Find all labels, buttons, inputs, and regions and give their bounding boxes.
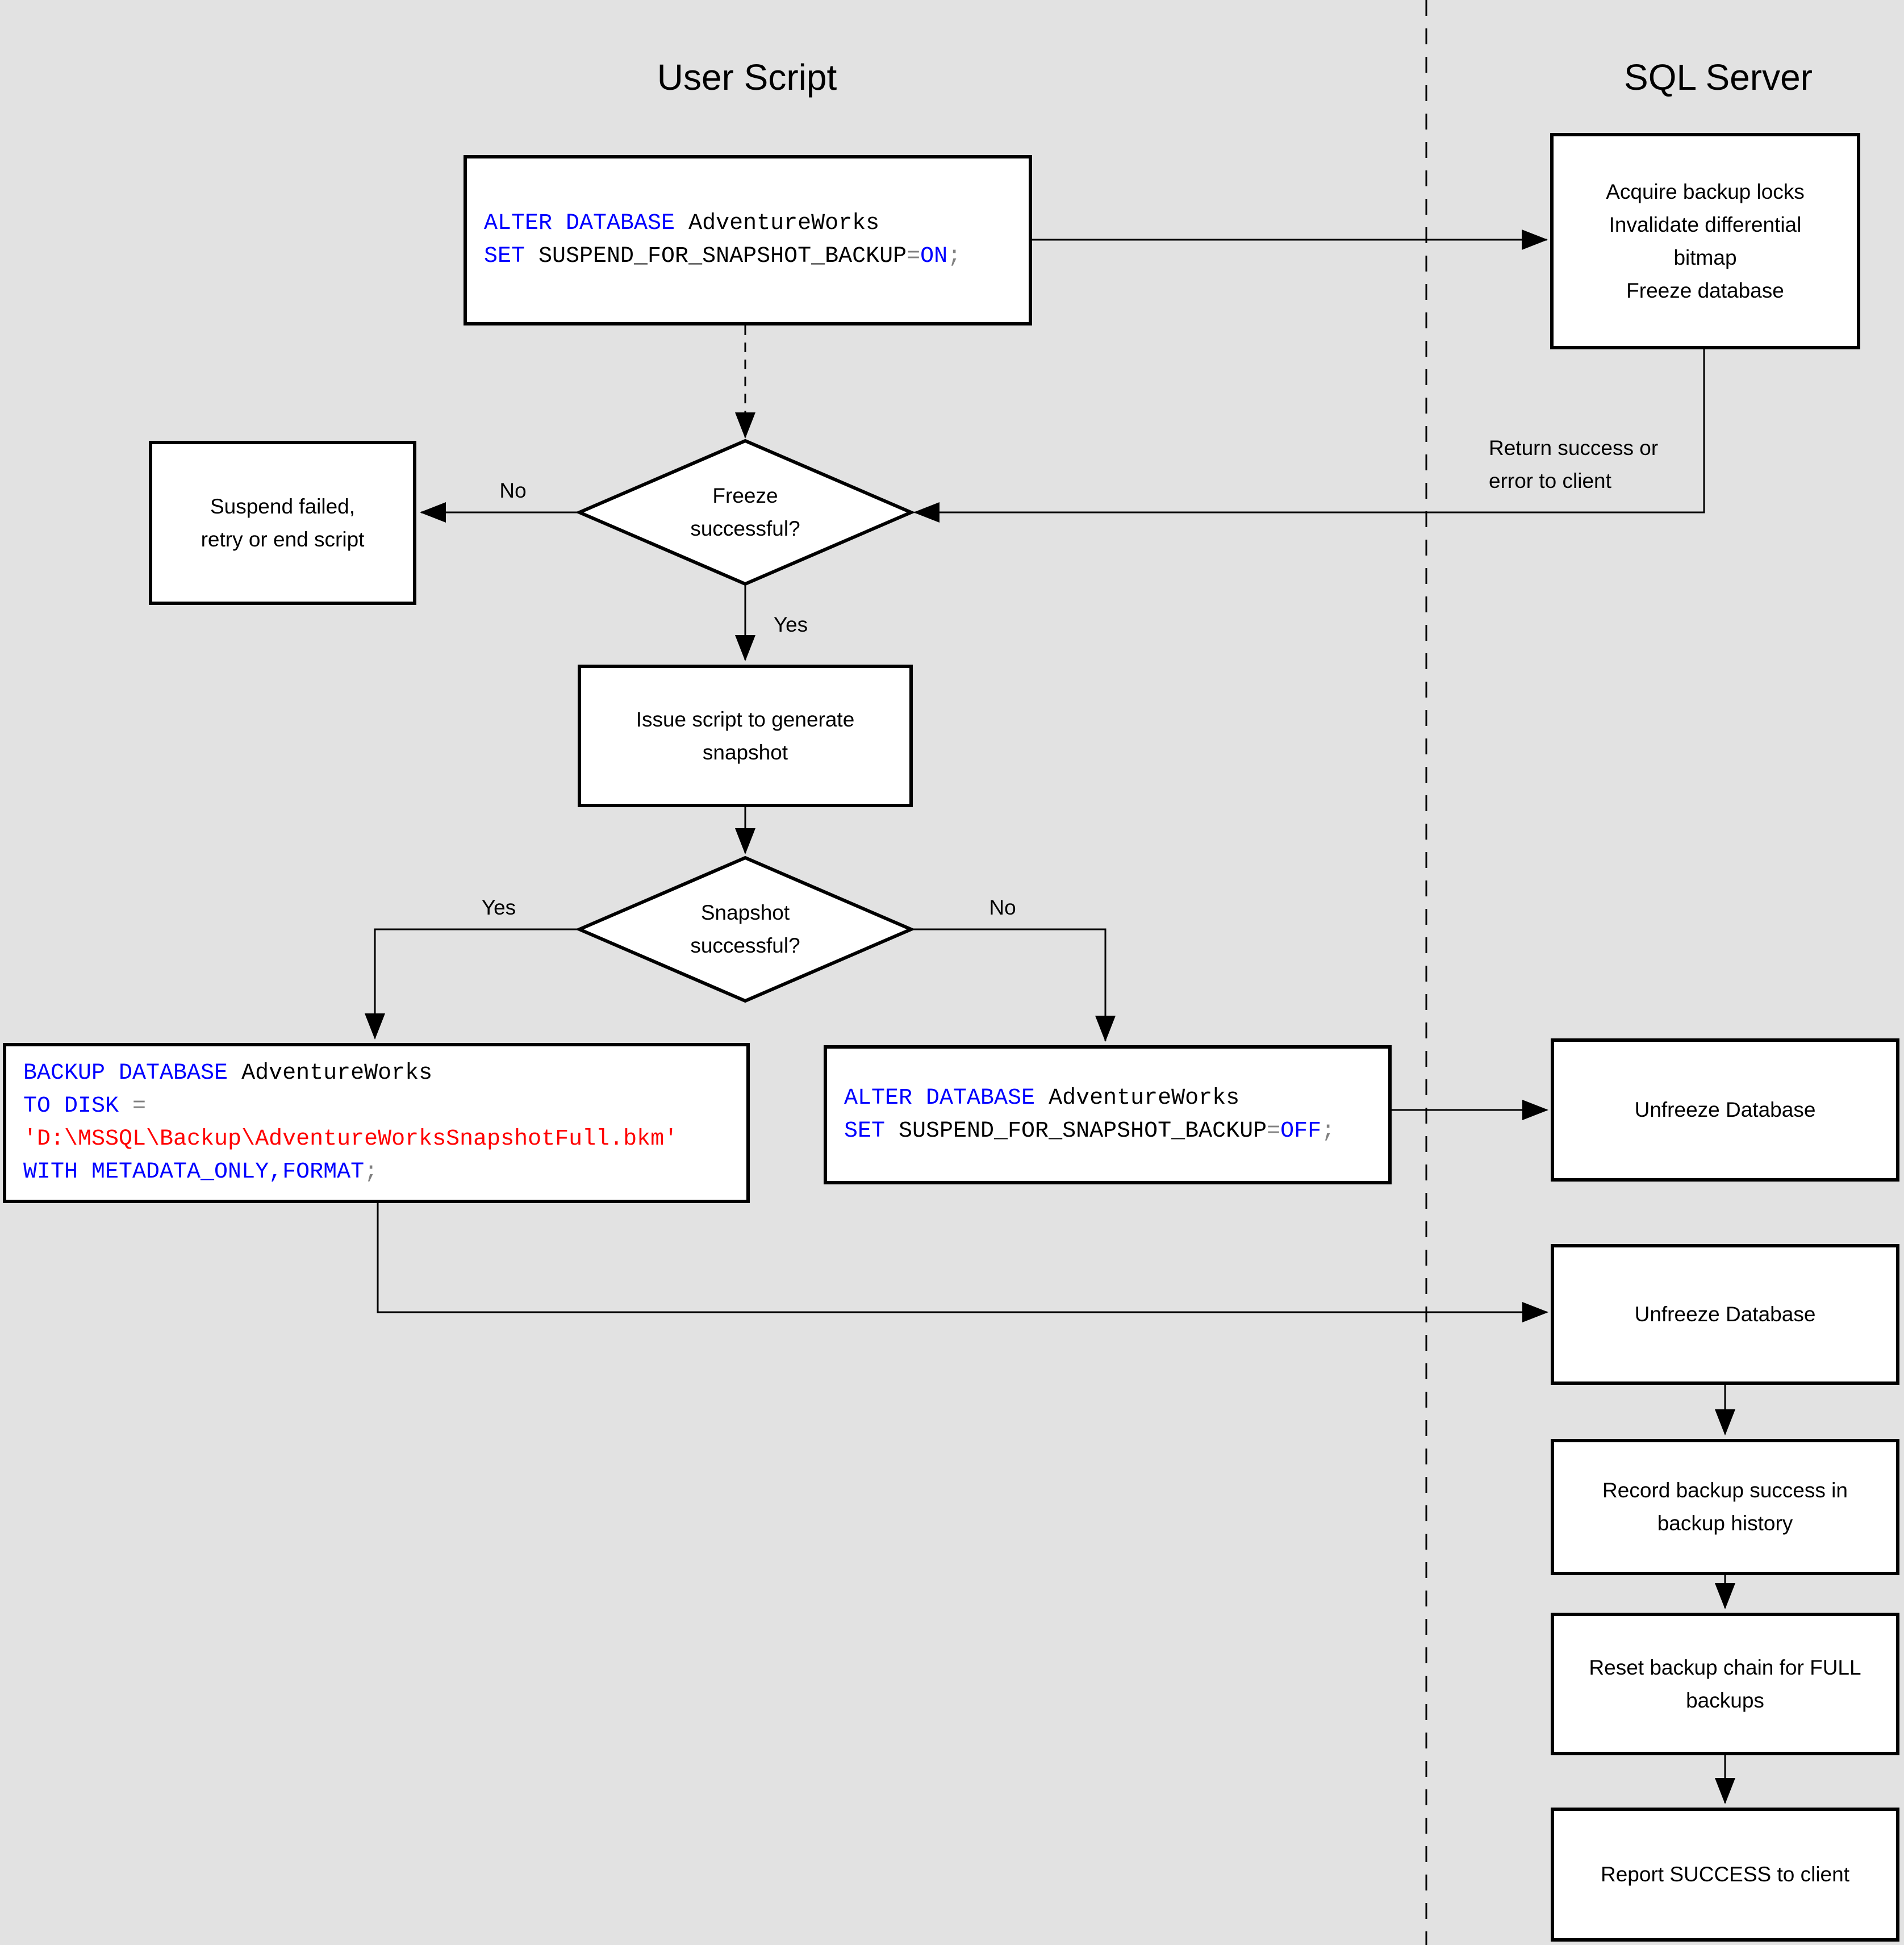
node-text-line: Freeze database bbox=[1626, 278, 1784, 302]
node-issue-script: Issue script to generate snapshot bbox=[578, 665, 913, 807]
sql-identifier: AdventureWorks bbox=[1035, 1085, 1240, 1111]
connector-acquire-to-freeze-decision bbox=[913, 349, 1705, 523]
sql-keyword: BACKUP DATABASE bbox=[23, 1061, 228, 1086]
sql-keyword: ON bbox=[920, 244, 948, 269]
sql-semicolon: ; bbox=[364, 1159, 378, 1185]
sql-keyword: ALTER DATABASE bbox=[844, 1085, 1035, 1111]
code-line: TO DISK = bbox=[23, 1090, 146, 1123]
node-record-backup-history: Record backup success in backup history bbox=[1551, 1439, 1899, 1575]
sql-keyword: ALTER DATABASE bbox=[484, 211, 675, 236]
sql-identifier: SUSPEND_FOR_SNAPSHOT_BACKUP bbox=[885, 1118, 1267, 1144]
lane-title-user-script: User Script bbox=[657, 57, 837, 98]
node-report-success: Report SUCCESS to client bbox=[1551, 1808, 1899, 1942]
sql-operator: = bbox=[1267, 1118, 1281, 1144]
code-line: SET SUSPEND_FOR_SNAPSHOT_BACKUP=OFF; bbox=[844, 1115, 1335, 1148]
decision-text-line: successful? bbox=[690, 517, 800, 540]
decision-freeze-text: Freeze successful? bbox=[690, 479, 800, 545]
label-snapshot-no: No bbox=[989, 896, 1016, 919]
note-line: Return success or bbox=[1489, 436, 1659, 460]
node-alter-suspend-on: ALTER DATABASE AdventureWorks SET SUSPEN… bbox=[464, 155, 1032, 325]
sql-semicolon: ; bbox=[1321, 1118, 1335, 1144]
sql-keyword: SET bbox=[484, 244, 525, 269]
code-line: SET SUSPEND_FOR_SNAPSHOT_BACKUP=ON; bbox=[484, 240, 961, 273]
node-backup-database: BACKUP DATABASE AdventureWorks TO DISK =… bbox=[3, 1043, 750, 1203]
sql-identifier: AdventureWorks bbox=[675, 211, 880, 236]
decision-text-line: Snapshot bbox=[700, 901, 790, 924]
sql-operator: = bbox=[907, 244, 921, 269]
node-text-line: backups bbox=[1686, 1688, 1764, 1712]
sql-keyword: OFF bbox=[1280, 1118, 1322, 1144]
decision-freeze-shape bbox=[575, 439, 916, 586]
node-text-line: bitmap bbox=[1673, 245, 1737, 269]
connector-snapshot-yes-to-backup bbox=[365, 928, 579, 1040]
connector-backup-to-unfreeze2 bbox=[377, 1203, 1548, 1322]
node-text-line: Report SUCCESS to client bbox=[1600, 1863, 1849, 1886]
node-text-line: Reset backup chain for FULL bbox=[1589, 1655, 1861, 1679]
decision-snapshot-shape bbox=[575, 855, 916, 1003]
node-text-line: backup history bbox=[1657, 1512, 1793, 1535]
code-line: 'D:\MSSQL\Backup\AdventureWorksSnapshotF… bbox=[23, 1123, 678, 1156]
label-freeze-yes: Yes bbox=[773, 613, 808, 636]
sql-keyword: WITH METADATA_ONLY,FORMAT bbox=[23, 1159, 365, 1185]
code-line: WITH METADATA_ONLY,FORMAT; bbox=[23, 1156, 378, 1189]
sql-string: 'D:\MSSQL\Backup\AdventureWorksSnapshotF… bbox=[23, 1126, 678, 1152]
sql-identifier: SUSPEND_FOR_SNAPSHOT_BACKUP bbox=[525, 244, 907, 269]
sql-semicolon: ; bbox=[947, 244, 962, 269]
node-text-line: Unfreeze Database bbox=[1634, 1098, 1816, 1121]
code-line: BACKUP DATABASE AdventureWorks bbox=[23, 1057, 432, 1090]
node-text-line: Record backup success in bbox=[1602, 1479, 1848, 1502]
sql-keyword: TO DISK bbox=[23, 1093, 119, 1119]
label-freeze-no: No bbox=[499, 479, 527, 502]
note-line: error to client bbox=[1489, 469, 1611, 492]
node-text-line: snapshot bbox=[702, 740, 788, 764]
node-text-line: retry or end script bbox=[201, 527, 365, 551]
node-suspend-failed: Suspend failed, retry or end script bbox=[149, 441, 416, 605]
decision-text-line: successful? bbox=[690, 934, 800, 957]
label-snapshot-yes: Yes bbox=[481, 896, 516, 919]
connector-snapshot-no-to-alteroff bbox=[911, 928, 1116, 1042]
sql-identifier: AdventureWorks bbox=[228, 1061, 433, 1086]
node-acquire-backup-locks: Acquire backup locks Invalidate differen… bbox=[1550, 133, 1860, 349]
node-text-line: Issue script to generate bbox=[636, 707, 855, 731]
node-alter-suspend-off: ALTER DATABASE AdventureWorks SET SUSPEN… bbox=[824, 1045, 1392, 1184]
code-line: ALTER DATABASE AdventureWorks bbox=[484, 207, 879, 240]
decision-snapshot-text: Snapshot successful? bbox=[690, 896, 800, 962]
node-reset-backup-chain: Reset backup chain for FULL backups bbox=[1551, 1613, 1899, 1755]
sql-keyword: SET bbox=[844, 1118, 886, 1144]
lane-title-sql-server: SQL Server bbox=[1624, 57, 1813, 98]
sql-operator: = bbox=[119, 1093, 147, 1119]
decision-text-line: Freeze bbox=[712, 484, 778, 507]
node-text-line: Invalidate differential bbox=[1609, 212, 1802, 236]
node-text-line: Unfreeze Database bbox=[1634, 1303, 1816, 1326]
node-text-line: Suspend failed, bbox=[210, 494, 356, 518]
code-line: ALTER DATABASE AdventureWorks bbox=[844, 1082, 1239, 1115]
node-unfreeze-database-1: Unfreeze Database bbox=[1551, 1038, 1899, 1182]
node-text-line: Acquire backup locks bbox=[1606, 180, 1805, 203]
node-unfreeze-database-2: Unfreeze Database bbox=[1551, 1244, 1899, 1385]
note-return-success: Return success or error to client bbox=[1489, 432, 1658, 498]
